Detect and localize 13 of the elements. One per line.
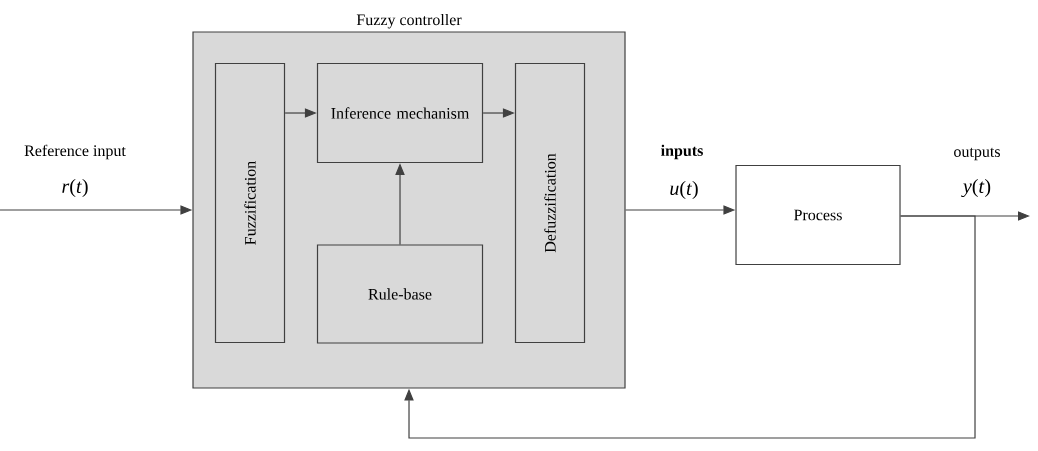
signal-label: y(t) <box>961 178 991 198</box>
arrow <box>404 215 976 439</box>
node-label: Fuzzy controller <box>356 13 462 29</box>
block-box: Inference mechanism <box>316 62 484 164</box>
process-box: Process <box>735 164 901 266</box>
signal-label: u(t) <box>670 180 698 200</box>
edge-label: outputs <box>954 147 1000 161</box>
edge-label: inputs <box>661 144 703 160</box>
signal-label: r(t) <box>62 178 88 198</box>
block-box: Rule-base <box>316 244 484 344</box>
block-box: Fuzzification <box>214 62 286 344</box>
block-box: Defuzzification <box>514 62 586 344</box>
edge-label: Reference input <box>24 144 126 160</box>
